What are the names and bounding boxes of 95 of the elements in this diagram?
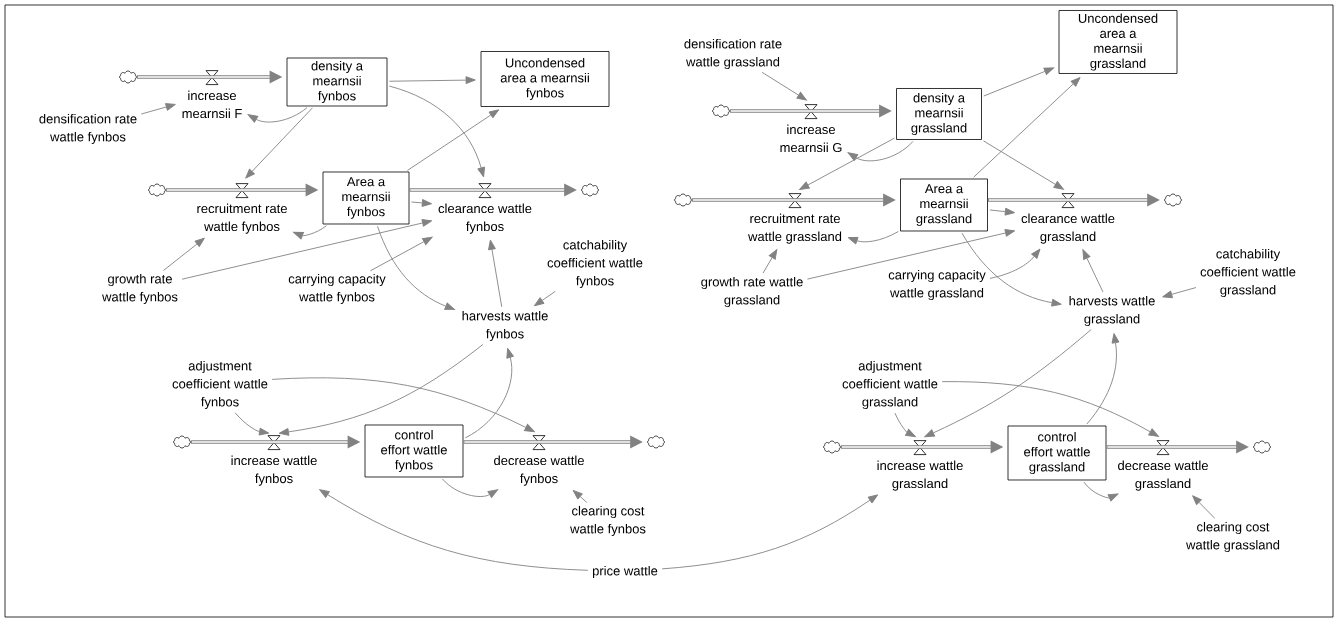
- arrow: [278, 344, 484, 436]
- arrow: [293, 225, 327, 240]
- cloud-symbol: [173, 435, 191, 449]
- stock-box: Area a mearnsii fynbos: [322, 171, 410, 225]
- arrow: [464, 347, 514, 439]
- cloud-symbol: [119, 70, 137, 84]
- arrow: [1086, 333, 1120, 425]
- arrow: [388, 85, 485, 178]
- node-label: increase wattle fynbos: [231, 455, 317, 486]
- arrow: [140, 103, 176, 115]
- arrow: [1162, 287, 1197, 299]
- arrow: [163, 237, 205, 271]
- arrow: [377, 225, 455, 311]
- node-label: recruitment rate wattle grassland: [748, 213, 842, 244]
- stock-box: Area a mearnsii grassland: [900, 178, 988, 232]
- node-label: decrease wattle grassland: [1118, 460, 1208, 491]
- variable-label: carrying capacity wattle fynbos: [288, 273, 386, 305]
- arrow: [661, 494, 879, 570]
- cloud-symbol: [712, 104, 730, 118]
- stock-box: Uncondensed area a mearnsii grassland: [1058, 10, 1178, 74]
- cloud-symbol: [647, 435, 665, 449]
- flow-valve: decrease wattle fynbos: [494, 435, 584, 486]
- arrow: [1083, 481, 1119, 502]
- arrow: [406, 109, 500, 171]
- variable-label: adjustment coefficient wattle fynbos: [172, 360, 268, 410]
- arrow: [319, 489, 589, 571]
- arrow: [973, 77, 1081, 178]
- cloud-symbol: [674, 193, 692, 207]
- variable-label: clearing cost wattle grassland: [1186, 521, 1280, 553]
- arrow: [572, 489, 588, 503]
- cloud-symbol: [148, 183, 166, 197]
- arrow: [989, 207, 1015, 216]
- variable-label: harvests wattle grassland: [1069, 295, 1155, 327]
- variable-label: catchability coefficient wattle grassland: [1200, 248, 1296, 298]
- node-label: increase wattle grassland: [877, 460, 963, 491]
- arrow: [247, 107, 308, 123]
- stock-box: Uncondensed area a mearnsii fynbos: [480, 51, 610, 107]
- stock-box: density a mearnsii grassland: [896, 88, 982, 140]
- arrow: [762, 249, 778, 274]
- node-label: recruitment rate wattle fynbos: [197, 203, 287, 234]
- stock-box: control effort wattle grassland: [1007, 425, 1107, 481]
- node-label: clearance wattle grassland: [1021, 213, 1115, 244]
- variable-label: carrying capacity wattle grassland: [888, 269, 986, 301]
- arrow: [847, 231, 899, 245]
- arrow: [847, 140, 914, 162]
- stock-box: density a mearnsii fynbos: [286, 57, 388, 107]
- variable-label: catchability coefficient wattle fynbos: [547, 239, 643, 289]
- arrow: [234, 412, 270, 436]
- variable-label: harvests wattle fynbos: [462, 310, 548, 342]
- arrow: [894, 412, 916, 438]
- arrow: [1192, 495, 1216, 519]
- node-label: decrease wattle fynbos: [494, 455, 584, 486]
- cloud-symbol: [581, 183, 599, 197]
- cloud-symbol: [1164, 193, 1182, 207]
- variable-label: densification rate wattle grassland: [684, 38, 782, 70]
- arrow: [1082, 249, 1104, 293]
- arrow: [941, 381, 1159, 437]
- stock-box: control effort wattle fynbos: [364, 424, 464, 478]
- variable-label: adjustment coefficient wattle grassland: [842, 360, 938, 410]
- arrow: [807, 229, 1016, 280]
- flow-valve: increase mearnsii G: [780, 104, 842, 153]
- arrow: [488, 239, 503, 308]
- node-label: increase mearnsii F: [182, 90, 242, 119]
- flow-valve: recruitment rate wattle fynbos: [197, 183, 287, 234]
- variable-label: growth rate wattle grassland: [701, 276, 803, 308]
- arrow: [370, 236, 433, 272]
- arrow: [410, 199, 432, 207]
- flow-valve: clearance wattle fynbos: [438, 183, 532, 234]
- arrow: [245, 107, 313, 179]
- flow-valve: clearance wattle grassland: [1021, 193, 1115, 244]
- variable-label: price wattle: [592, 565, 658, 579]
- arrow: [761, 71, 807, 101]
- flow-valve: increase mearnsii F: [182, 70, 242, 119]
- flow-valve: increase wattle grassland: [877, 440, 963, 491]
- arrow: [983, 140, 1064, 190]
- arrow: [181, 219, 433, 280]
- arrow: [989, 248, 1041, 279]
- variable-label: densification rate wattle fynbos: [39, 113, 137, 145]
- flow-valve: increase wattle fynbos: [231, 435, 317, 486]
- arrow: [799, 137, 895, 190]
- arrow: [534, 290, 556, 307]
- variable-label: clearing cost wattle fynbos: [570, 505, 646, 537]
- variable-label: growth rate wattle fynbos: [102, 273, 178, 305]
- flow-valve: decrease wattle grassland: [1118, 440, 1208, 491]
- node-label: clearance wattle fynbos: [438, 203, 532, 234]
- node-label: increase mearnsii G: [780, 124, 842, 153]
- arrow: [388, 76, 476, 85]
- cloud-symbol: [1253, 440, 1271, 454]
- arrow: [983, 67, 1055, 97]
- arrow: [961, 232, 1062, 307]
- arrow: [271, 377, 535, 433]
- cloud-symbol: [823, 440, 841, 454]
- arrow: [441, 478, 499, 498]
- arrow: [924, 329, 1092, 438]
- flow-valve: recruitment rate wattle grassland: [748, 193, 842, 244]
